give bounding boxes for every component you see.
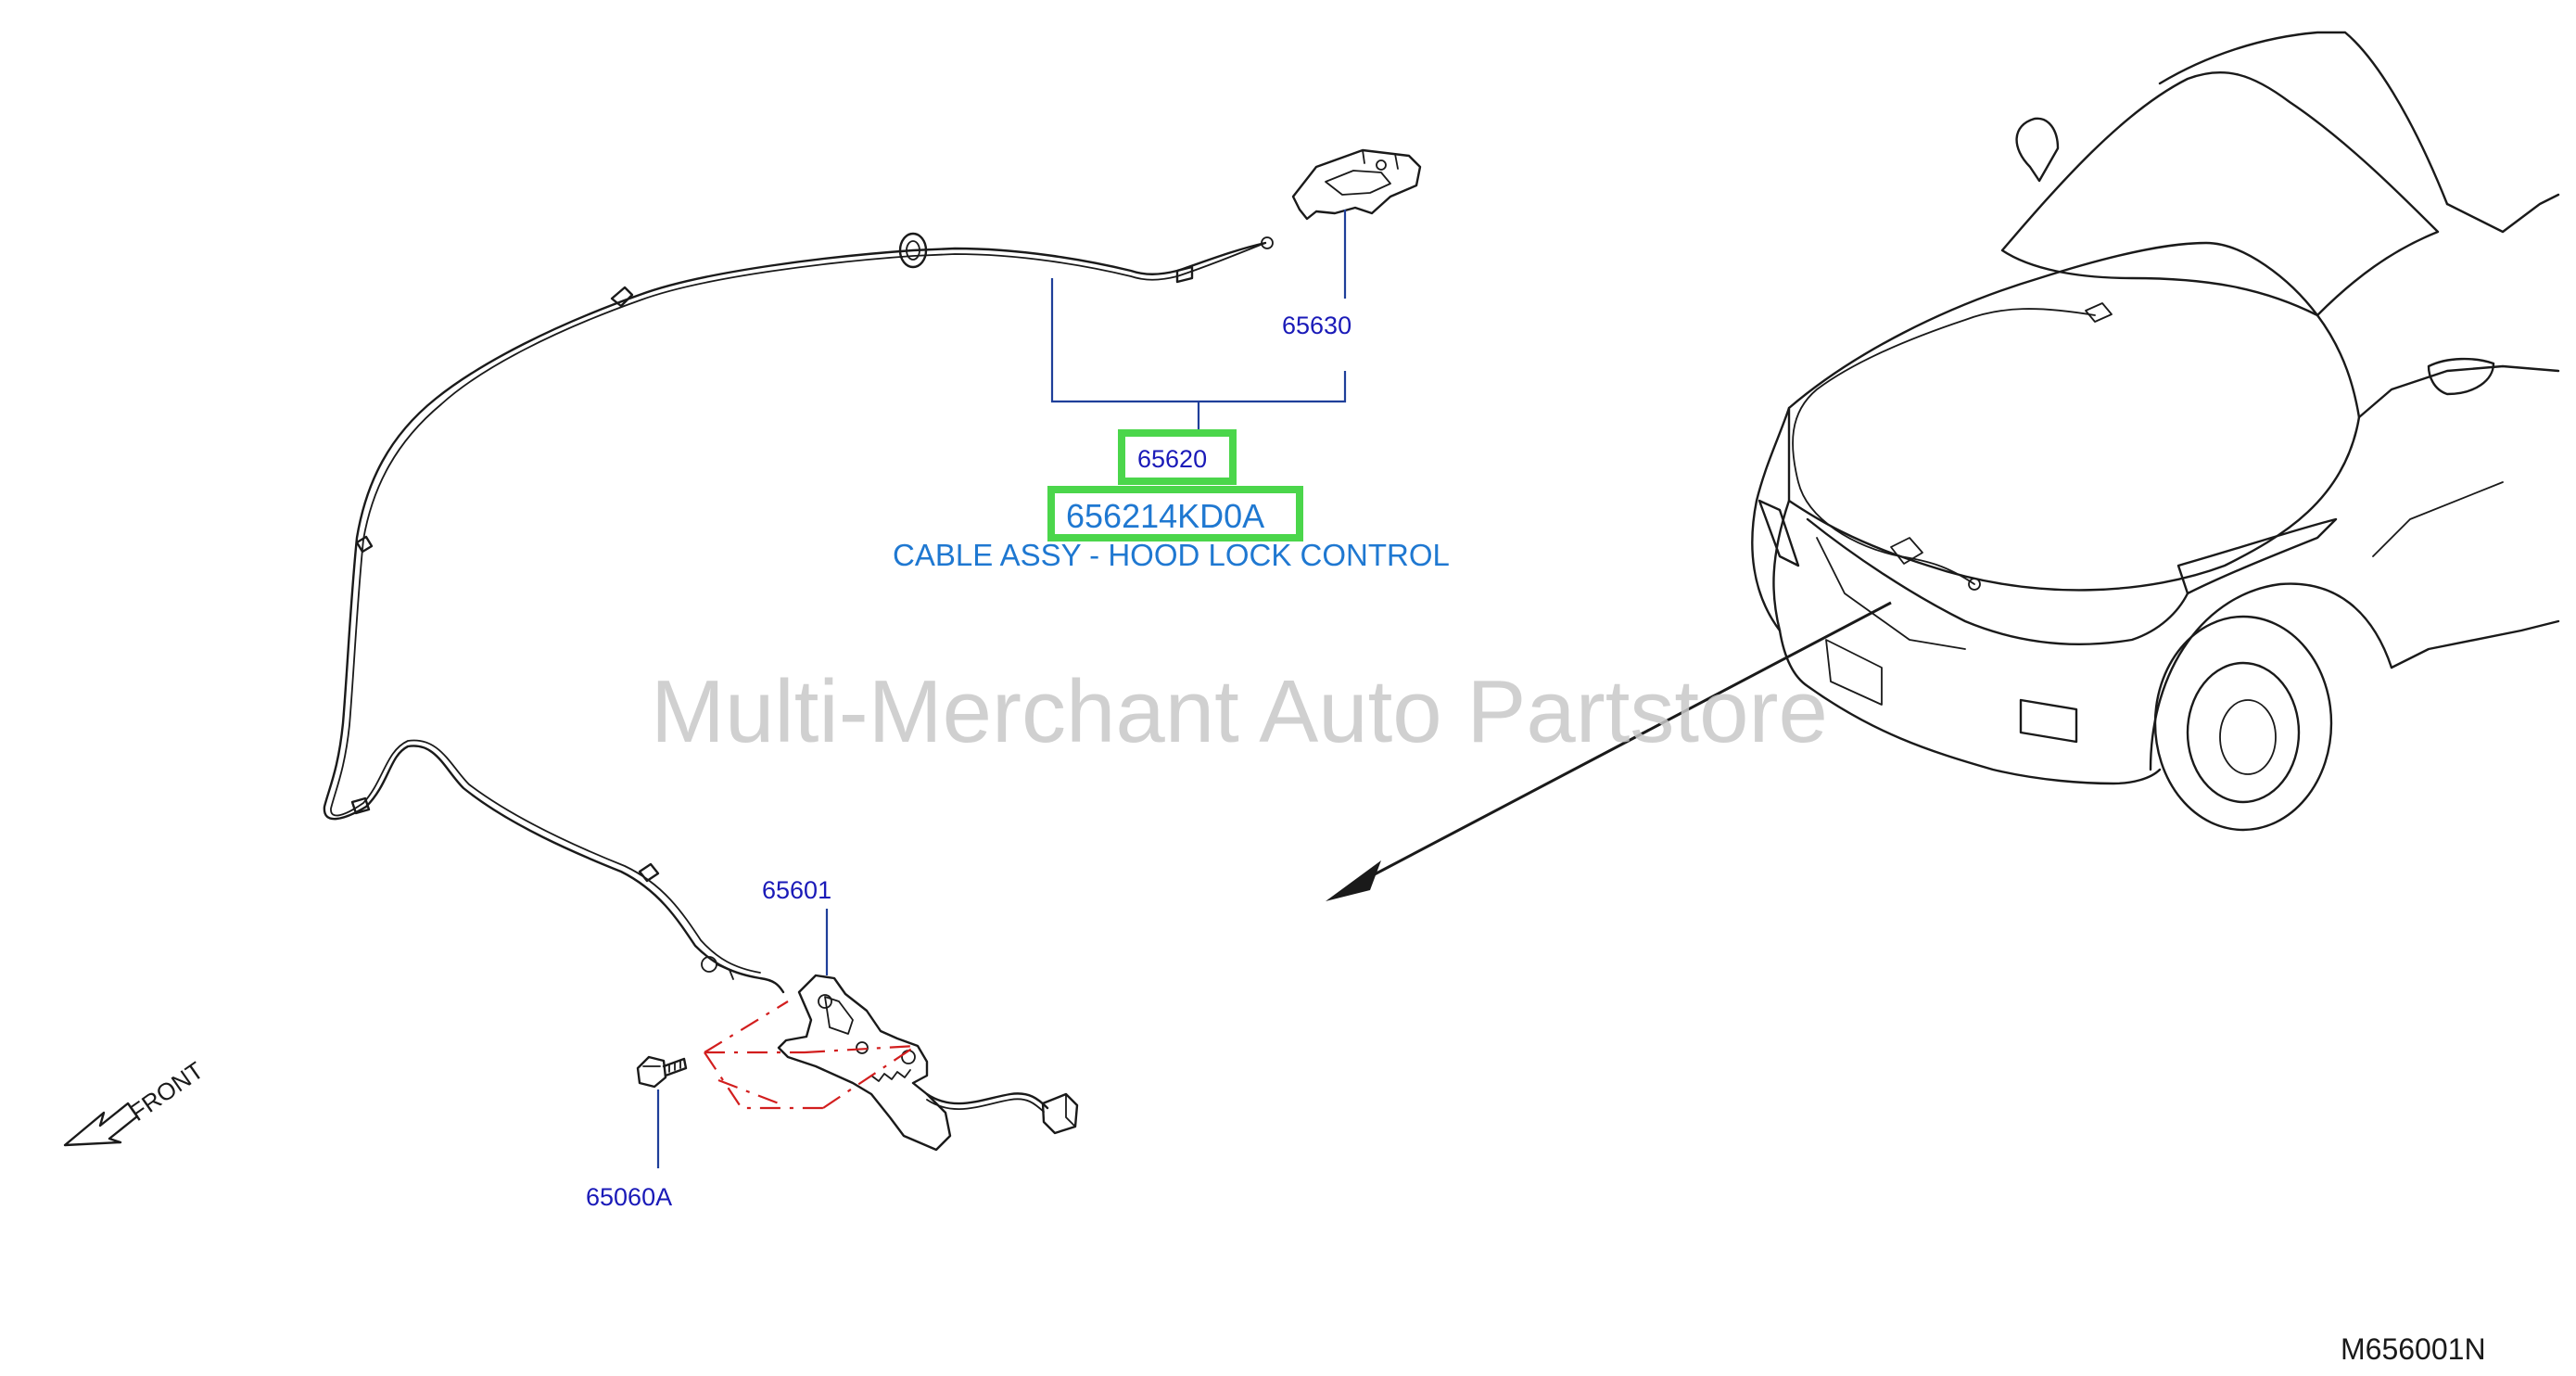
callout-65620[interactable]: 65620 <box>1137 445 1207 473</box>
callout-65630[interactable]: 65630 <box>1282 312 1351 339</box>
vehicle-illustration <box>1751 31 2560 832</box>
bolt-part <box>636 1055 688 1089</box>
part-number-highlight <box>1047 486 1303 541</box>
assembly-dash-lines <box>704 1000 917 1110</box>
hood-lock-assembly-part <box>777 974 1079 1152</box>
figure-code: M656001N <box>2341 1332 2486 1366</box>
hood-lock-lever-part <box>1291 148 1422 221</box>
hood-lock-control-cable <box>323 232 1274 994</box>
callout-leaders <box>656 210 1347 1168</box>
pointer-arrow-icon <box>1326 601 1892 901</box>
front-label: FRONT <box>124 1056 209 1127</box>
front-arrow-icon <box>63 1102 139 1147</box>
callout-highlight-65620 <box>1118 429 1237 485</box>
callout-65060a[interactable]: 65060A <box>586 1183 672 1211</box>
part-number[interactable]: 656214KD0A <box>1066 497 1264 535</box>
watermark: Multi-Merchant Auto Partstore <box>651 662 1828 761</box>
part-description: CABLE ASSY - HOOD LOCK CONTROL <box>893 538 1450 572</box>
callout-65601[interactable]: 65601 <box>762 876 831 904</box>
